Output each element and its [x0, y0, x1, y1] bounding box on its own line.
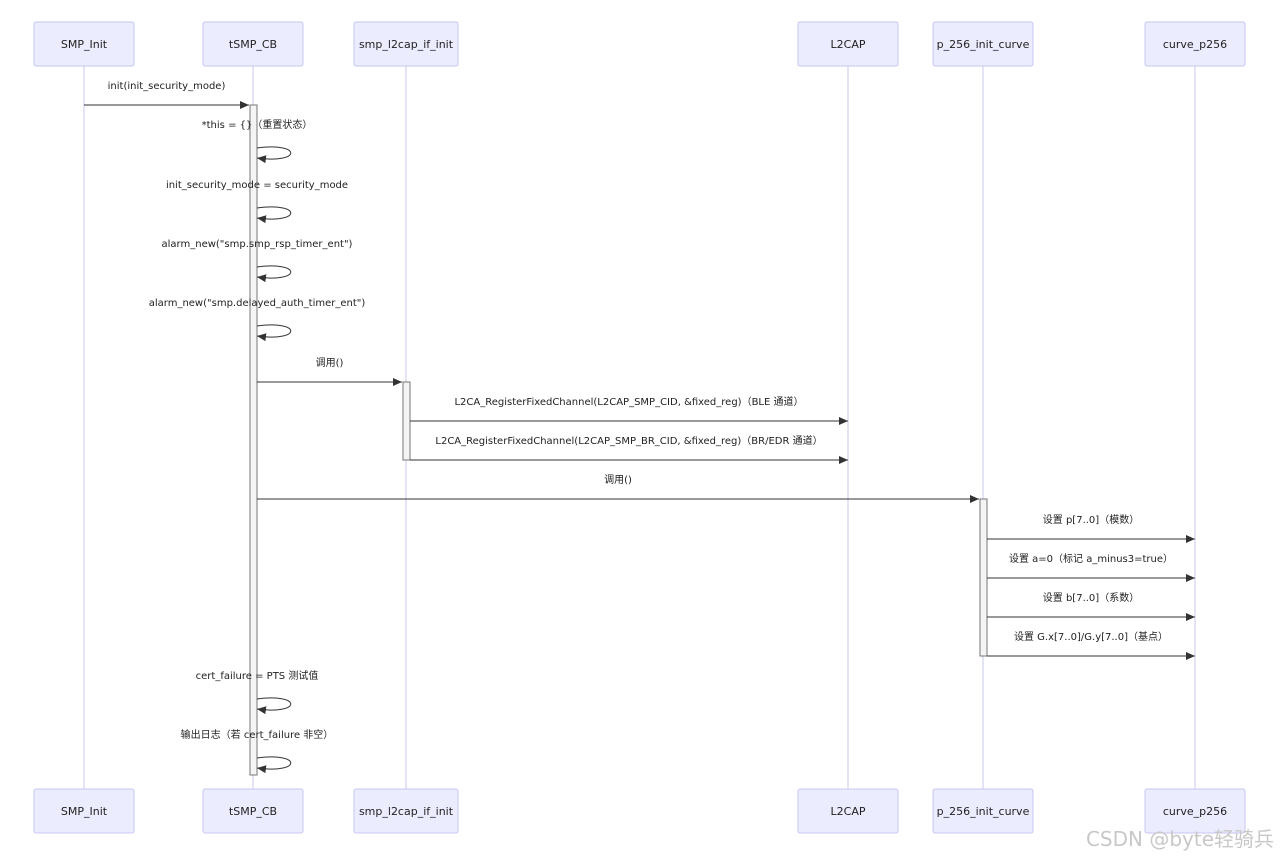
- message: 设置 G.x[7..0]/G.y[7..0]（基点）: [987, 630, 1195, 660]
- message: init_security_mode = security_mode: [166, 180, 348, 224]
- actor-box: [1144, 788, 1246, 834]
- actor-curve_p256-top: curve_p256: [1144, 21, 1246, 67]
- actor-label: p_256_init_curve: [937, 805, 1030, 818]
- actor-label: L2CAP: [831, 38, 866, 51]
- self-message-arrow: [256, 697, 291, 715]
- message-label: L2CA_RegisterFixedChannel(L2CAP_SMP_CID,…: [454, 395, 803, 408]
- message-label: 设置 p[7..0]（模数）: [1043, 513, 1139, 526]
- actor-label: smp_l2cap_if_init: [359, 38, 454, 51]
- message-label: 调用(): [604, 474, 632, 486]
- message: 输出日志（若 cert_failure 非空）: [181, 728, 334, 774]
- actor-p256_curve-top: p_256_init_curve: [932, 21, 1034, 67]
- actor-box: [353, 21, 459, 67]
- message-label: *this = {}（重置状态）: [202, 118, 313, 131]
- self-message-arrow: [256, 265, 291, 283]
- message-label: 设置 b[7..0]（系数）: [1043, 591, 1139, 604]
- actor-smp_init-bottom: SMP_Init: [33, 788, 135, 834]
- message-label: 设置 a=0（标记 a_minus3=true）: [1009, 553, 1173, 565]
- actor-p256_curve-bottom: p_256_init_curve: [932, 788, 1034, 834]
- actor-label: SMP_Init: [61, 38, 108, 51]
- message: alarm_new("smp.delayed_auth_timer_ent"): [149, 298, 366, 342]
- actor-box: [1144, 21, 1246, 67]
- actor-label: smp_l2cap_if_init: [359, 805, 454, 818]
- actor-box: [797, 788, 899, 834]
- actor-l2cap-top: L2CAP: [797, 21, 899, 67]
- message-label: L2CA_RegisterFixedChannel(L2CAP_SMP_BR_C…: [435, 434, 822, 447]
- message: L2CA_RegisterFixedChannel(L2CAP_SMP_CID,…: [410, 395, 848, 425]
- actor-tsmp_cb-top: tSMP_CB: [202, 21, 304, 67]
- message: alarm_new("smp.smp_rsp_timer_ent"): [162, 239, 353, 283]
- actor-label: L2CAP: [831, 805, 866, 818]
- self-message-arrow: [256, 206, 291, 224]
- actor-box: [932, 788, 1034, 834]
- activation-tsmp_cb: [249, 104, 258, 776]
- message: 调用(): [257, 357, 402, 386]
- actor-l2cap-bottom: L2CAP: [797, 788, 899, 834]
- actor-box: [932, 21, 1034, 67]
- self-message-arrow: [256, 146, 291, 164]
- actor-smp_l2cap-top: smp_l2cap_if_init: [353, 21, 459, 67]
- message: 设置 a=0（标记 a_minus3=true）: [987, 553, 1195, 582]
- watermark: CSDN @byte轻骑兵: [1085, 827, 1274, 851]
- message-label: 调用(): [316, 357, 344, 369]
- actor-box: [202, 788, 304, 834]
- actor-box: [202, 21, 304, 67]
- message: cert_failure = PTS 测试值: [196, 669, 319, 715]
- self-message-arrow: [256, 756, 291, 774]
- actor-box: [797, 21, 899, 67]
- actor-curve_p256-bottom: curve_p256: [1144, 788, 1246, 834]
- message: *this = {}（重置状态）: [202, 118, 313, 164]
- self-message-arrow: [256, 324, 291, 342]
- actor-box: [33, 788, 135, 834]
- actor-tsmp_cb-bottom: tSMP_CB: [202, 788, 304, 834]
- message: 设置 b[7..0]（系数）: [987, 591, 1195, 621]
- actor-label: SMP_Init: [61, 805, 108, 818]
- actor-label: curve_p256: [1163, 805, 1227, 818]
- message: 调用(): [257, 474, 979, 503]
- actor-box: [33, 21, 135, 67]
- message-label: init_security_mode = security_mode: [166, 180, 348, 191]
- actor-label: tSMP_CB: [229, 38, 277, 51]
- activation-smp_l2cap: [402, 381, 411, 461]
- message-label: alarm_new("smp.smp_rsp_timer_ent"): [162, 239, 353, 250]
- message-label: 设置 G.x[7..0]/G.y[7..0]（基点）: [1014, 630, 1168, 643]
- actor-label: curve_p256: [1163, 38, 1227, 51]
- actor-smp_l2cap-bottom: smp_l2cap_if_init: [353, 788, 459, 834]
- message: L2CA_RegisterFixedChannel(L2CAP_SMP_BR_C…: [410, 434, 848, 464]
- actor-smp_init-top: SMP_Init: [33, 21, 135, 67]
- message: init(init_security_mode): [84, 81, 249, 109]
- message-label: cert_failure = PTS 测试值: [196, 669, 319, 682]
- message: 设置 p[7..0]（模数）: [987, 513, 1195, 543]
- actor-label: p_256_init_curve: [937, 38, 1030, 51]
- message-label: alarm_new("smp.delayed_auth_timer_ent"): [149, 298, 366, 309]
- activation-p256_curve: [979, 498, 988, 657]
- message-label: init(init_security_mode): [108, 81, 226, 92]
- actor-label: tSMP_CB: [229, 805, 277, 818]
- actor-box: [353, 788, 459, 834]
- message-label: 输出日志（若 cert_failure 非空）: [181, 728, 334, 741]
